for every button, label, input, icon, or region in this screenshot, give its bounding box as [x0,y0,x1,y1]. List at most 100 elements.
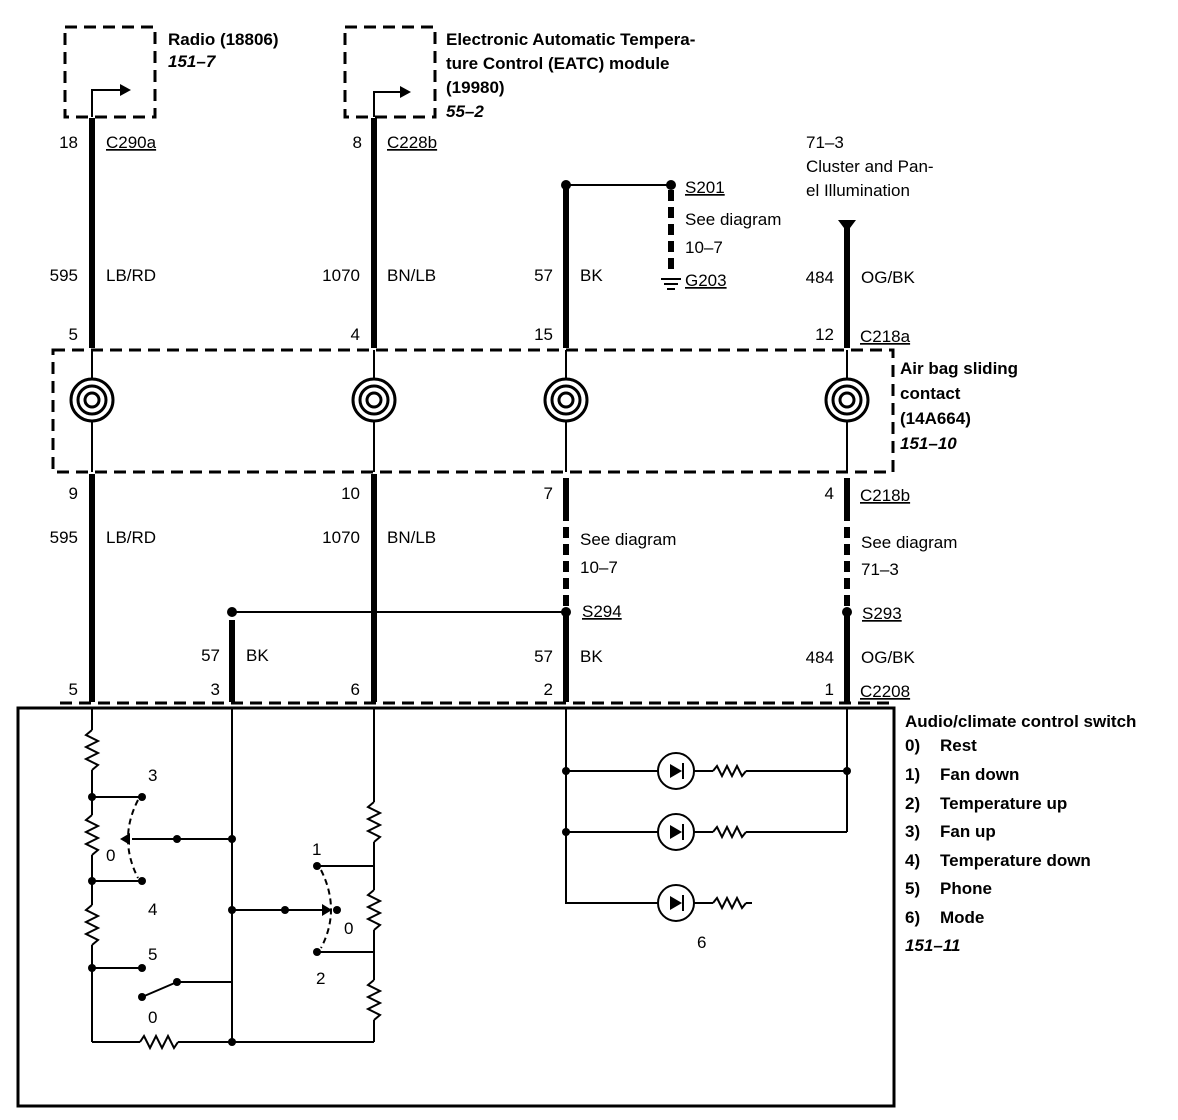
airbag-name-line3: (14A664) [900,409,971,428]
switch-b-pos-1: 1 [312,840,321,859]
wire-484-color-lower: OG/BK [861,648,916,667]
radio-component: Radio (18806) 151–7 [63,25,279,119]
legend-label-2: Temperature up [940,794,1067,813]
eatc-component: Electronic Automatic Tempera- ture Contr… [343,25,695,121]
s201-see-ref: 10–7 [685,238,723,257]
wire-484-circuit-lower: 484 [806,648,834,667]
c2208-pin-1: 1 [825,680,834,699]
clockspring-coil-4 [824,377,870,423]
switch-title: Audio/climate control switch [905,712,1136,731]
c218b-pin-7: 7 [544,484,553,503]
c290a-pin: 18 [59,133,78,152]
s201-see-diagram: See diagram [685,210,781,229]
c2208-pin-3: 3 [211,680,220,699]
cluster-reference: 71–3 Cluster and Pan- el Illumination [806,133,934,232]
wire-595-color-lower: LB/RD [106,528,156,547]
legend-num-1: 1) [905,765,920,784]
c218a-pin-4: 4 [351,325,360,344]
wire-57-color-upper: BK [580,266,603,285]
legend-label-5: Phone [940,879,992,898]
illumination-led-2 [562,813,847,851]
airbag-name-line1: Air bag sliding [900,359,1018,378]
airbag-ref: 151–10 [900,434,957,453]
c218a-pin-12: 12 [815,325,834,344]
legend-label-3: Fan up [940,822,996,841]
legend-num-5: 5) [905,879,920,898]
switch-legend: Audio/climate control switch 0) Rest 1) … [905,712,1136,955]
wire-484-color-upper: OG/BK [861,268,916,287]
c290a-label: C290a [106,133,157,152]
airbag-name-line2: contact [900,384,961,403]
legend-label-6: Mode [940,908,984,927]
clockspring-coil-2 [351,377,397,423]
wire-1070-color-lower: BN/LB [387,528,436,547]
cluster-ref: 71–3 [806,133,844,152]
legend-num-4: 4) [905,851,920,870]
switch-a-pos-0: 0 [106,846,115,865]
eatc-name-line1: Electronic Automatic Tempera- [446,30,695,49]
cluster-line1: Cluster and Pan- [806,157,934,176]
c218b-pin-4: 4 [825,484,834,503]
wire-595-circuit-upper: 595 [50,266,78,285]
cluster-line2: el Illumination [806,181,910,200]
legend-num-0: 0) [905,736,920,755]
legend-num-2: 2) [905,794,920,813]
wire-57-circuit-left: 57 [201,646,220,665]
wire-1070-color-upper: BN/LB [387,266,436,285]
c2208-label: C2208 [860,682,910,701]
wire-1070-circuit-lower: 1070 [322,528,360,547]
s293-see-diagram: See diagram [861,533,957,552]
clockspring-coil-1 [69,377,115,423]
c218a-pin-15: 15 [534,325,553,344]
eatc-name-line2: ture Control (EATC) module [446,54,670,73]
eatc-ref: 55–2 [446,102,484,121]
switch-b-pos-0: 0 [344,919,353,938]
wire-57-color-right: BK [580,647,603,666]
wire-57-circuit-upper: 57 [534,266,553,285]
c228b-pin: 8 [353,133,362,152]
wire-57-circuit-right: 57 [534,647,553,666]
eatc-name-line3: (19980) [446,78,505,97]
c218b-label: C218b [860,486,910,505]
c218b-pin-9: 9 [69,484,78,503]
g203-label: G203 [685,271,727,290]
airbag-sliding-contact: Air bag sliding contact (14A664) 151–10 [51,348,1018,474]
switch-ref: 151–11 [905,936,960,955]
lower-wires [89,474,852,702]
s294-label: S294 [582,602,622,621]
legend-label-0: Rest [940,736,977,755]
legend-label-1: Fan down [940,765,1019,784]
legend-num-3: 3) [905,822,920,841]
switch-a-pos-3: 3 [148,766,157,785]
wire-57-color-left: BK [246,646,269,665]
c2208-pin-2: 2 [544,680,553,699]
wire-595-color-upper: LB/RD [106,266,156,285]
radio-ref: 151–7 [168,52,217,71]
wire-484-circuit-upper: 484 [806,268,834,287]
c218b-pin-10: 10 [341,484,360,503]
s201-splice-group: S201 See diagram 10–7 G203 [561,178,781,290]
switch-c-pos-0: 0 [148,1008,157,1027]
s294-see-ref: 10–7 [580,558,618,577]
s294-see-diagram: See diagram [580,530,676,549]
wire-595-circuit-lower: 595 [50,528,78,547]
illumination-led-1 [562,752,851,790]
legend-label-4: Temperature down [940,851,1091,870]
upper-wires [89,118,850,348]
audio-climate-switch: 3 0 4 5 0 [16,706,896,1108]
switch-c-pos-5: 5 [148,945,157,964]
c2208-pin-6: 6 [351,680,360,699]
s201-label: S201 [685,178,725,197]
radio-name: Radio (18806) [168,30,279,49]
c218a-label: C218a [860,327,911,346]
legend-num-6: 6) [905,908,920,927]
switch-b-pos-2: 2 [316,969,325,988]
c2208-pin-5: 5 [69,680,78,699]
s293-see-ref: 71–3 [861,560,899,579]
clockspring-coil-3 [543,377,589,423]
lamps-label: 6 [697,933,706,952]
c218a-pin-5: 5 [69,325,78,344]
s293-label: S293 [862,604,902,623]
wire-1070-circuit-upper: 1070 [322,266,360,285]
